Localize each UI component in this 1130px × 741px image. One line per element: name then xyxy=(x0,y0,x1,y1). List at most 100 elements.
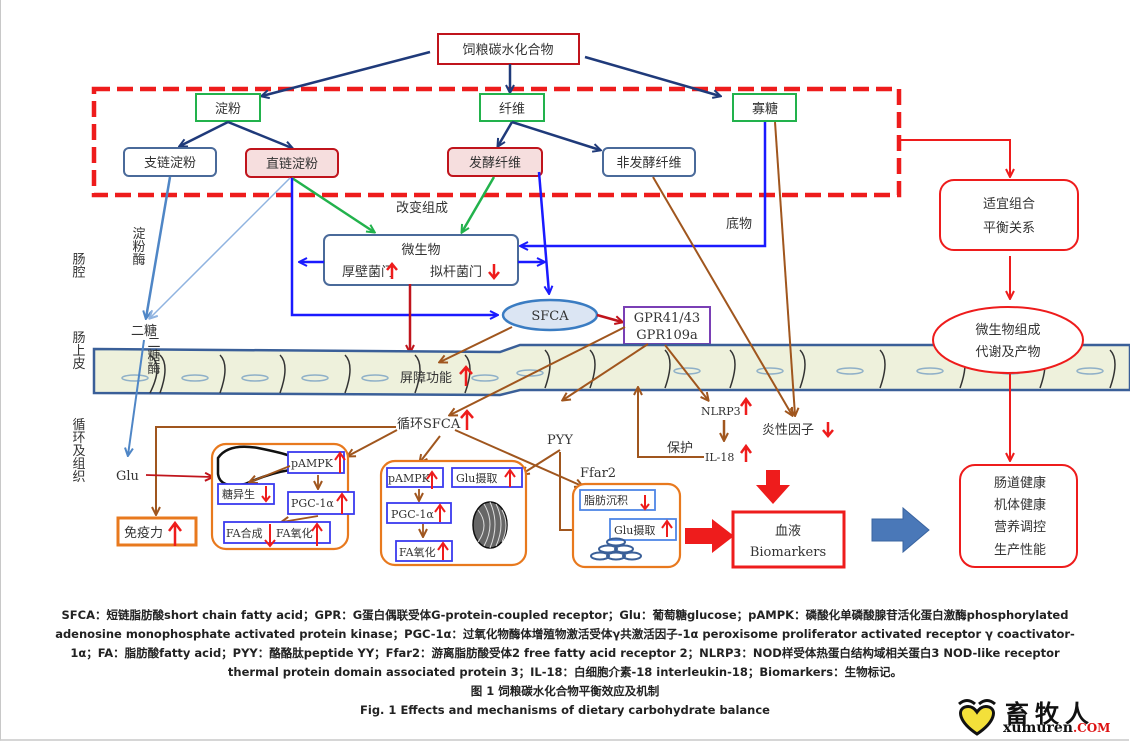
up-arrow-icon xyxy=(460,409,474,430)
up-arrow-icon xyxy=(426,470,438,489)
immunity-node: 免疫力 xyxy=(116,516,198,547)
down-arrow-icon xyxy=(264,524,276,548)
protect-label: 保护 xyxy=(667,441,693,456)
microbial-line2: 代谢及产物 xyxy=(975,344,1040,360)
logo-cn-text: 畜牧人 xyxy=(1005,699,1095,728)
fiber-node: 纤维 xyxy=(479,93,545,122)
adipose-panel: Ffar2 脂肪沉积 Glu摄取 xyxy=(571,466,682,569)
microbial-composition-node: 微生物组成 代谢及产物 xyxy=(932,306,1084,374)
logo-en-text: xumuren.COM xyxy=(1003,720,1110,736)
liver-panel: pAMPK 糖异生 PGC-1α FA合成 FA氧化 xyxy=(210,442,355,551)
outcome-performance: 生产性能 xyxy=(994,543,1046,558)
balance-line1: 适宜组合 xyxy=(983,197,1035,212)
fiber-label: 纤维 xyxy=(499,102,525,117)
firmicutes-label: 厚壁菌门 xyxy=(342,265,394,280)
muscle-panel: pAMPK Glu摄取 PGC-1α FA氧化 xyxy=(379,459,528,567)
up-arrow-icon xyxy=(386,262,398,279)
fermentable-fiber-node: 发酵纤维 xyxy=(447,147,543,177)
epithelium-region-label: 肠上皮 xyxy=(70,331,86,370)
disaccharide-label: 二糖 xyxy=(131,323,157,339)
liver-pampk-label: pAMPK xyxy=(291,457,334,470)
outcomes-node: 肠道健康 机体健康 营养调控 生产性能 xyxy=(959,464,1078,568)
muscle-fa-oxidation-label: FA氧化 xyxy=(399,545,436,559)
liver-fa-oxidation-label: FA氧化 xyxy=(276,526,313,540)
linear-starch-node: 直链淀粉 xyxy=(245,148,339,178)
up-arrow-icon xyxy=(459,365,473,386)
up-arrow-icon xyxy=(336,492,348,514)
up-arrow-icon xyxy=(739,396,753,415)
glucose-label: Glu xyxy=(116,469,139,484)
sfca-label: SFCA xyxy=(531,309,569,324)
microbial-line1: 微生物组成 xyxy=(975,323,1040,338)
branched-starch-node: 支链淀粉 xyxy=(123,147,217,177)
circulating-sfca-label: 循环SFCA xyxy=(397,417,461,432)
liver-pgc-label: PGC-1α xyxy=(291,497,334,510)
adipose-glu-uptake-label: Glu摄取 xyxy=(614,523,655,537)
amylase-label: 淀粉酶 xyxy=(130,227,146,266)
muscle-glu-uptake-label: Glu摄取 xyxy=(456,471,497,485)
caption-line-4: thermal protein domain associated protei… xyxy=(227,665,903,679)
svg-text:肠上皮: 肠上皮 xyxy=(70,331,86,370)
svg-text:循环及组织: 循环及组织 xyxy=(70,418,86,483)
root-label: 饲粮碳水化合物 xyxy=(462,43,553,58)
immunity-label: 免疫力 xyxy=(124,525,163,541)
up-arrow-icon xyxy=(311,522,323,546)
down-to-blood-arrow-icon xyxy=(756,470,790,504)
non-fermentable-fiber-label: 非发酵纤维 xyxy=(616,155,681,171)
heart-logo-icon xyxy=(958,699,996,736)
fermentable-fiber-label: 发酵纤维 xyxy=(469,155,521,171)
carbohydrate-group-border xyxy=(91,86,902,198)
caption-line-1: SFCA：短链脂肪酸short chain fatty acid；GPR：G蛋白… xyxy=(61,608,1069,622)
figure-title-cn: 图 1 饲粮碳水化合物平衡效应及机制 xyxy=(470,684,660,698)
gpr-node: GPR41/43 GPR109a xyxy=(623,306,711,345)
non-fermentable-fiber-node: 非发酵纤维 xyxy=(602,147,696,177)
bacteroidetes-label: 拟杆菌门 xyxy=(430,265,482,280)
substrate-label: 底物 xyxy=(726,216,752,232)
blood-biomarkers-node: 血液 Biomarkers xyxy=(731,510,846,569)
lumen-region-label: 肠腔 xyxy=(70,252,86,278)
figure-title-en: Fig. 1 Effects and mechanisms of dietary… xyxy=(360,703,770,717)
up-arrow-icon xyxy=(168,520,182,546)
svg-text:肠腔: 肠腔 xyxy=(70,252,86,278)
gpr-line2: GPR109a xyxy=(636,328,698,343)
starch-label: 淀粉 xyxy=(215,102,241,117)
change-composition-label: 改变组成 xyxy=(396,200,448,216)
fat-deposition-label: 脂肪沉积 xyxy=(584,493,628,507)
outcome-nutrition: 营养调控 xyxy=(994,519,1046,535)
down-arrow-icon xyxy=(640,495,650,511)
linear-starch-label: 直链淀粉 xyxy=(266,157,318,172)
adipocytes-icon xyxy=(590,537,642,561)
il18-label: IL-18 xyxy=(705,451,734,464)
muscle-pampk-label: pAMPK xyxy=(388,472,431,485)
muscle-pgc-label: PGC-1α xyxy=(391,508,434,521)
blood-label: 血液 xyxy=(775,524,801,539)
outcome-body-health: 机体健康 xyxy=(994,497,1046,513)
ffar2-label: Ffar2 xyxy=(580,466,616,481)
starch-node: 淀粉 xyxy=(195,93,261,122)
sfca-node: SFCA xyxy=(501,298,599,332)
pyy-label: PYY xyxy=(547,433,573,448)
up-arrow-icon xyxy=(739,443,753,462)
oligosaccharide-label: 寡糖 xyxy=(752,101,778,117)
up-arrow-icon xyxy=(434,503,446,522)
outcome-gut-health: 肠道健康 xyxy=(994,475,1046,491)
xumuren-logo: 畜牧人 xumuren.COM xyxy=(955,696,1125,738)
fa-synthesis-label: FA合成 xyxy=(226,526,263,540)
balance-node: 适宜组合 平衡关系 xyxy=(939,179,1079,251)
inflammatory-factors-label: 炎性因子 xyxy=(762,423,814,438)
logo-en-main: xumuren xyxy=(1003,720,1073,736)
up-arrow-icon xyxy=(504,468,516,487)
biomarkers-label: Biomarkers xyxy=(750,545,826,560)
root-node: 饲粮碳水化合物 xyxy=(437,33,580,65)
down-arrow-icon xyxy=(488,264,500,280)
balance-line2: 平衡关系 xyxy=(983,221,1035,236)
down-arrow-icon xyxy=(822,422,834,438)
caption-line-2: adenosine monophosphate activated protei… xyxy=(55,627,1075,641)
diagram: 饲粮碳水化合物 淀粉 纤维 寡糖 支链淀粉 直链淀粉 发酵纤维 非发酵纤维 xyxy=(70,33,1130,569)
microbes-node: 微生物 厚壁菌门 拟杆菌门 xyxy=(323,234,519,286)
gluconeogenesis-label: 糖异生 xyxy=(222,487,255,501)
oligosaccharide-node: 寡糖 xyxy=(732,93,797,122)
down-arrow-icon xyxy=(261,486,271,503)
branched-starch-label: 支链淀粉 xyxy=(144,156,196,171)
